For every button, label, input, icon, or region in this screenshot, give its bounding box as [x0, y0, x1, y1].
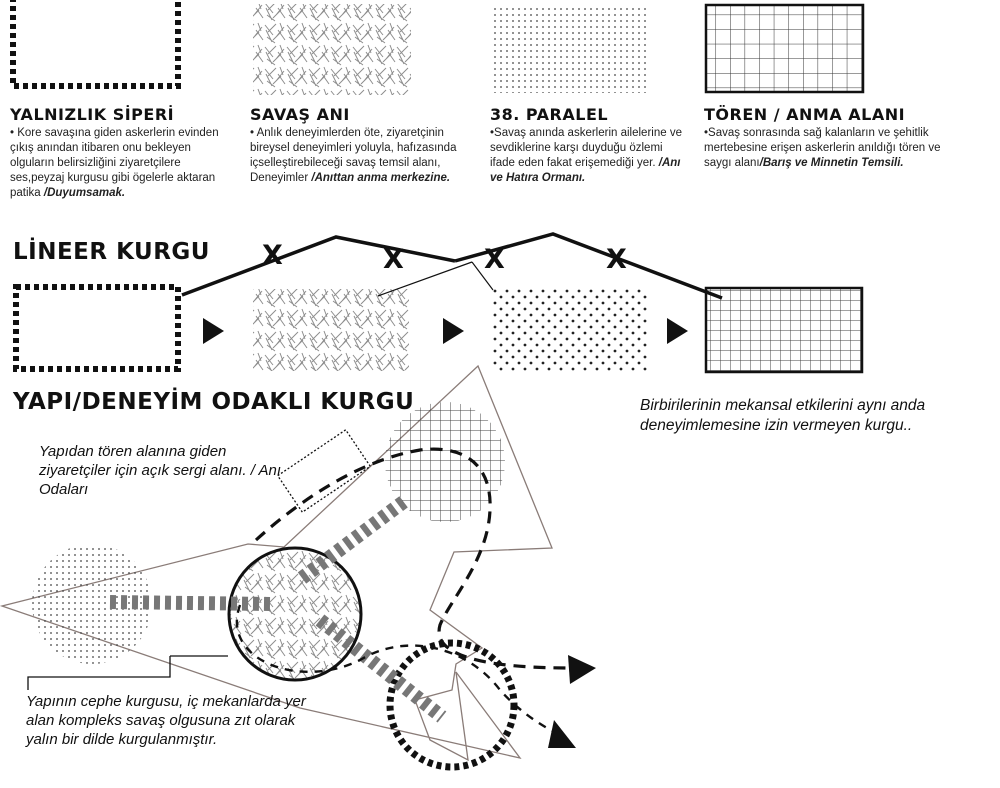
block-x-mark: X	[383, 244, 405, 275]
visitor-path	[254, 447, 573, 670]
flow-arrow-icon	[568, 655, 596, 684]
panel-desc-ceremony: •Savaş sonrasında sağ kalanların ve şehi…	[704, 127, 941, 169]
panel-desc-parallel: •Savaş anında askerlerin ailelerine ve s…	[490, 127, 682, 184]
memory-rooms-note: Yapıdan tören alanına giden ziyaretçiler…	[39, 443, 282, 498]
panel-title-parallel: 38. PARALEL	[490, 105, 609, 124]
leader-lines	[27, 655, 228, 690]
linear-connectors	[181, 232, 723, 300]
panel-desc-war-moment: • Anlık deneyimlerden öte, ziyaretçinin …	[250, 127, 457, 184]
trench-dashed-circle	[386, 639, 518, 771]
trench-dashed-frame-icon	[10, 0, 181, 89]
panel-title-war-moment: SAVAŞ ANI	[250, 105, 350, 124]
linear-section-title: LİNEER KURGU	[13, 239, 210, 265]
block-x-mark: X	[606, 244, 628, 275]
panel-title-trench: YALNIZLIK SİPERİ	[10, 105, 175, 124]
panel-desc-trench: • Kore savaşına giden askerlerin evinden…	[10, 127, 219, 199]
war-moment-circle	[227, 546, 363, 682]
linear-trench-box	[13, 284, 181, 372]
panel-title-ceremony: TÖREN / ANMA ALANI	[704, 105, 906, 124]
connection-bands	[109, 494, 447, 723]
linear-note: Birbirilerinin mekansal etkilerini aynı …	[640, 397, 926, 434]
flow-arrow-icon	[667, 318, 688, 344]
flow-arrow-icon	[443, 318, 464, 344]
block-x-mark: X	[484, 244, 506, 275]
linear-parallel-box	[492, 289, 648, 371]
structure-section-title: YAPI/DENEYİM ODAKLI KURGU	[13, 389, 415, 415]
linear-war-box	[253, 289, 409, 371]
facade-note: Yapının cephe kurgusu, iç mekanlarda yer…	[26, 693, 306, 748]
memory-rooms-box	[276, 428, 372, 514]
ceremony-grid-icon	[704, 3, 865, 94]
visitor-path-branch	[235, 604, 555, 734]
grid-circle	[385, 402, 505, 522]
linear-ceremony-box	[704, 286, 864, 374]
flow-arrow-icon	[203, 318, 224, 344]
block-x-mark: X	[262, 240, 284, 271]
parallel-dot-field-icon	[492, 4, 650, 93]
war-moment-hatch-icon	[253, 4, 411, 95]
flow-arrow-icon	[548, 720, 576, 748]
